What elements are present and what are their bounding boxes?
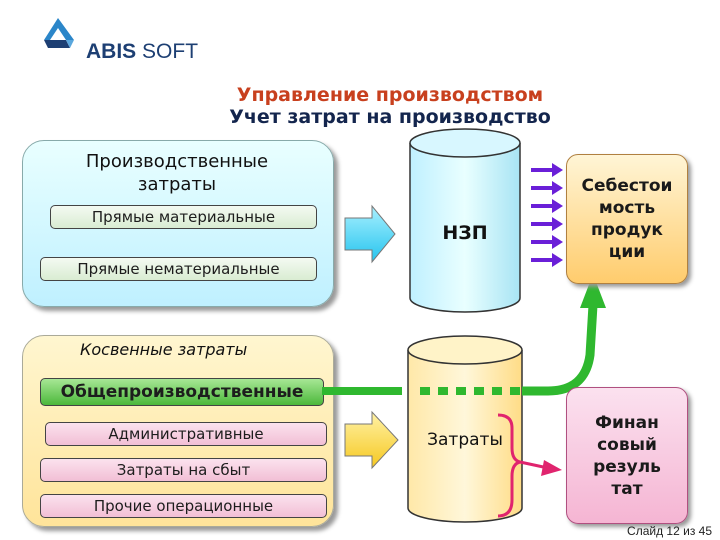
abis-logo-icon <box>44 18 74 48</box>
expenses-to-fin-arrowhead <box>541 460 562 476</box>
wip-cylinder <box>409 128 521 313</box>
direct-to-wip-arrow <box>344 204 396 264</box>
direct-material-item: Прямые материальные <box>50 205 317 229</box>
slide-counter: Слайд 12 из 45 <box>627 524 712 538</box>
page-title: Управление производством <box>236 84 544 106</box>
product-cost-box: Себестои мость продук ции <box>566 154 688 284</box>
page-subtitle: Учет затрат на производство <box>229 106 551 128</box>
indirect-to-expenses-arrow <box>344 410 399 470</box>
wip-label: НЗП <box>442 222 488 244</box>
expenses-cylinder <box>407 335 523 523</box>
financial-result-box: Финан совый резуль тат <box>566 387 688 524</box>
expenses-label: Затраты <box>427 430 503 450</box>
selling-costs-item: Затраты на сбыт <box>40 458 327 482</box>
direct-nonmaterial-item: Прямые нематериальные <box>40 257 317 281</box>
brand-name: ABIS SOFT <box>86 40 199 63</box>
other-operating-item: Прочие операционные <box>40 494 327 518</box>
indirect-costs-title: Косвенные затраты <box>80 340 248 359</box>
administrative-item: Административные <box>45 422 327 446</box>
direct-costs-title: Производственные затраты <box>85 151 269 195</box>
overhead-flow-arrow <box>322 274 606 396</box>
overhead-item: Общепроизводственные <box>40 378 324 406</box>
wip-to-cost-arrows <box>531 163 563 267</box>
